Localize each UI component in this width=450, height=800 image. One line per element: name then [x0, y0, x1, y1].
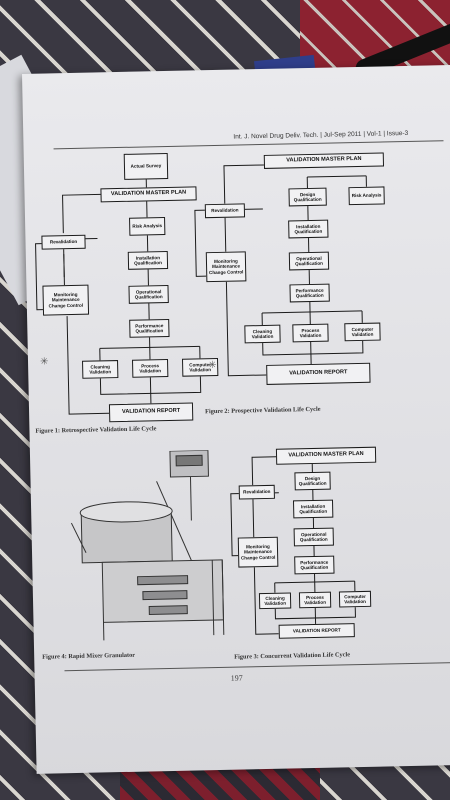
fig3-computer-validation: Computer Validation	[338, 590, 372, 608]
fig2-design-qualification: Design Qualification	[288, 187, 327, 207]
fig2-validation-report: VALIDATION REPORT	[266, 362, 371, 385]
fig3-cleaning-validation: Cleaning Validation	[258, 592, 292, 610]
fig1-risk-analysis: Risk Analysis	[129, 217, 166, 236]
fig2-computer-validation: Computer Validation	[344, 322, 381, 342]
fig2-revalidation: Revalidation	[204, 203, 246, 219]
fig2-validation-master-plan: VALIDATION MASTER PLAN	[263, 152, 385, 169]
fig3-validation-master-plan: VALIDATION MASTER PLAN	[275, 446, 377, 465]
handwritten-mark: ✳	[39, 356, 49, 368]
fig1-validation-report: VALIDATION REPORT	[108, 402, 194, 423]
fig2-cleaning-validation: Cleaning Validation	[244, 324, 281, 344]
fig2-installation-qualification: Installation Qualification	[288, 219, 329, 239]
fig3-performance-qualification: Performance Qualification	[294, 555, 335, 575]
fig2-performance-qualification: Performance Qualification	[289, 283, 330, 303]
fig3-validation-report: VALIDATION REPORT	[278, 623, 355, 639]
fig1-monitoring-change-control: Monitoring Maintenance Change Control	[42, 284, 90, 316]
rapid-mixer-granulator-illustration	[70, 449, 225, 641]
fig1-performance-qualification: Performance Qualification	[129, 318, 170, 338]
fig2-operational-qualification: Operational Qualification	[288, 251, 330, 271]
document-page: Int. J. Novel Drug Deliv. Tech. | Jul-Se…	[22, 64, 450, 774]
fig2-monitoring-change-control: Monitoring Maintenance Change Control	[205, 251, 247, 283]
page-number: 197	[230, 673, 243, 683]
background-bottom-cloth	[120, 768, 320, 800]
fig1-installation-qualification: Installation Qualification	[127, 250, 169, 270]
fig3-monitoring-change-control: Monitoring Maintenance Change Control	[237, 536, 279, 568]
fig2-risk-analysis: Risk Analysis	[348, 186, 385, 206]
fig1-validation-master-plan: VALIDATION MASTER PLAN	[100, 186, 197, 203]
fig1-process-validation: Process Validation	[132, 359, 169, 378]
fig1-revalidation: Revalidation	[41, 234, 86, 250]
fig2-process-validation: Process Validation	[292, 323, 329, 343]
fig1-operational-qualification: Operational Qualification	[128, 284, 169, 304]
fig3-design-qualification: Design Qualification	[294, 471, 331, 491]
fig1-actual-survey: Actual Survey	[123, 152, 169, 180]
handwritten-mark-2: ✳	[208, 359, 217, 372]
fig3-operational-qualification: Operational Qualification	[293, 527, 334, 547]
flowchart-connectors	[35, 164, 367, 635]
fig3-installation-qualification: Installation Qualification	[292, 499, 334, 519]
fig1-cleaning-validation: Cleaning Validation	[82, 360, 119, 379]
fig3-process-validation: Process Validation	[298, 591, 332, 609]
fig3-revalidation: Revalidation	[238, 484, 275, 500]
